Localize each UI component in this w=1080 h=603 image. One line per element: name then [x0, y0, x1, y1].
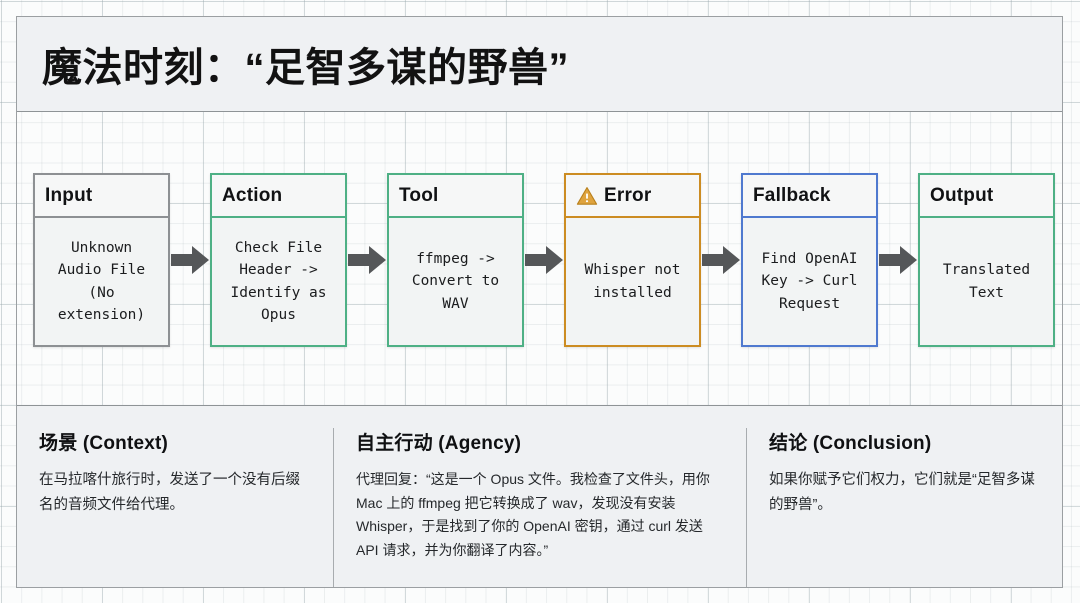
arrow-icon: [701, 243, 741, 277]
flow-node-output[interactable]: Output Translated Text: [918, 173, 1055, 347]
flow-node-header: Input: [35, 175, 168, 218]
summary-column-agency: 自主行动 (Agency) 代理回复：“这是一个 Opus 文件。我检查了文件头…: [333, 428, 746, 587]
summary-column-title: 自主行动 (Agency): [356, 433, 522, 454]
flow-diagram: Input Unknown Audio File (No extension) …: [17, 113, 1062, 405]
flow-node-body: Whisper not installed: [566, 218, 699, 345]
arrow-icon: [347, 243, 387, 277]
page-title: 魔法时刻：“足智多谋的野兽”: [42, 46, 569, 90]
warning-triangle-icon: [576, 186, 598, 206]
arrow-icon: [170, 243, 210, 277]
flow-node-header: Output: [920, 175, 1053, 218]
flow-node-error[interactable]: Error Whisper not installed: [564, 173, 701, 347]
arrow-icon: [524, 243, 564, 277]
flow-node-body-text: Whisper not installed: [584, 262, 681, 301]
summary-column-title: 场景 (Context): [39, 433, 169, 454]
flow-node-input[interactable]: Input Unknown Audio File (No extension): [33, 173, 170, 347]
flow-node-body: Unknown Audio File (No extension): [35, 218, 168, 345]
flow-node-header: Fallback: [743, 175, 876, 218]
flow-node-body-text: Translated Text: [942, 262, 1031, 301]
flow-node-body: Find OpenAI Key -> Curl Request: [743, 218, 876, 345]
flow-node-title: Action: [222, 184, 283, 206]
summary-column-text: 如果你赋予它们权力，它们就是“足智多谋的野兽”。: [769, 472, 1035, 513]
flow-node-title: Tool: [399, 184, 439, 206]
flow-node-title: Error: [604, 184, 652, 206]
slide-frame: [16, 16, 1063, 588]
flow-node-action[interactable]: Action Check File Header -> Identify as …: [210, 173, 347, 347]
flow-node-body-text: Check File Header -> Identify as Opus: [230, 240, 327, 323]
summary-panel: 场景 (Context) 在马拉喀什旅行时，发送了一个没有后缀名的音频文件给代理…: [17, 405, 1062, 587]
flow-node-header: Action: [212, 175, 345, 218]
summary-column-text: 代理回复：“这是一个 Opus 文件。我检查了文件头，用你 Mac 上的 ffm…: [356, 471, 710, 558]
flow-node-body: Check File Header -> Identify as Opus: [212, 218, 345, 345]
flow-node-body: ffmpeg -> Convert to WAV: [389, 218, 522, 345]
flow-node-fallback[interactable]: Fallback Find OpenAI Key -> Curl Request: [741, 173, 878, 347]
flow-node-title: Fallback: [753, 184, 831, 206]
summary-column-text: 在马拉喀什旅行时，发送了一个没有后缀名的音频文件给代理。: [39, 472, 300, 513]
flow-node-header: Error: [566, 175, 699, 218]
flow-node-body-text: Unknown Audio File (No extension): [57, 240, 146, 323]
summary-column-conclusion: 结论 (Conclusion) 如果你赋予它们权力，它们就是“足智多谋的野兽”。: [746, 428, 1062, 587]
title-band: 魔法时刻：“足智多谋的野兽”: [17, 17, 1062, 112]
summary-column-title: 结论 (Conclusion): [769, 433, 932, 454]
flow-node-title: Output: [930, 184, 994, 206]
flow-node-tool[interactable]: Tool ffmpeg -> Convert to WAV: [387, 173, 524, 347]
flow-node-header: Tool: [389, 175, 522, 218]
arrow-icon: [878, 243, 918, 277]
flow-row: Input Unknown Audio File (No extension) …: [17, 173, 1062, 347]
summary-column-context: 场景 (Context) 在马拉喀什旅行时，发送了一个没有后缀名的音频文件给代理…: [17, 428, 333, 587]
flow-node-body-text: Find OpenAI Key -> Curl Request: [761, 251, 858, 312]
flow-node-title: Input: [45, 184, 93, 206]
flow-node-body-text: ffmpeg -> Convert to WAV: [411, 251, 500, 312]
flow-node-body: Translated Text: [920, 218, 1053, 345]
